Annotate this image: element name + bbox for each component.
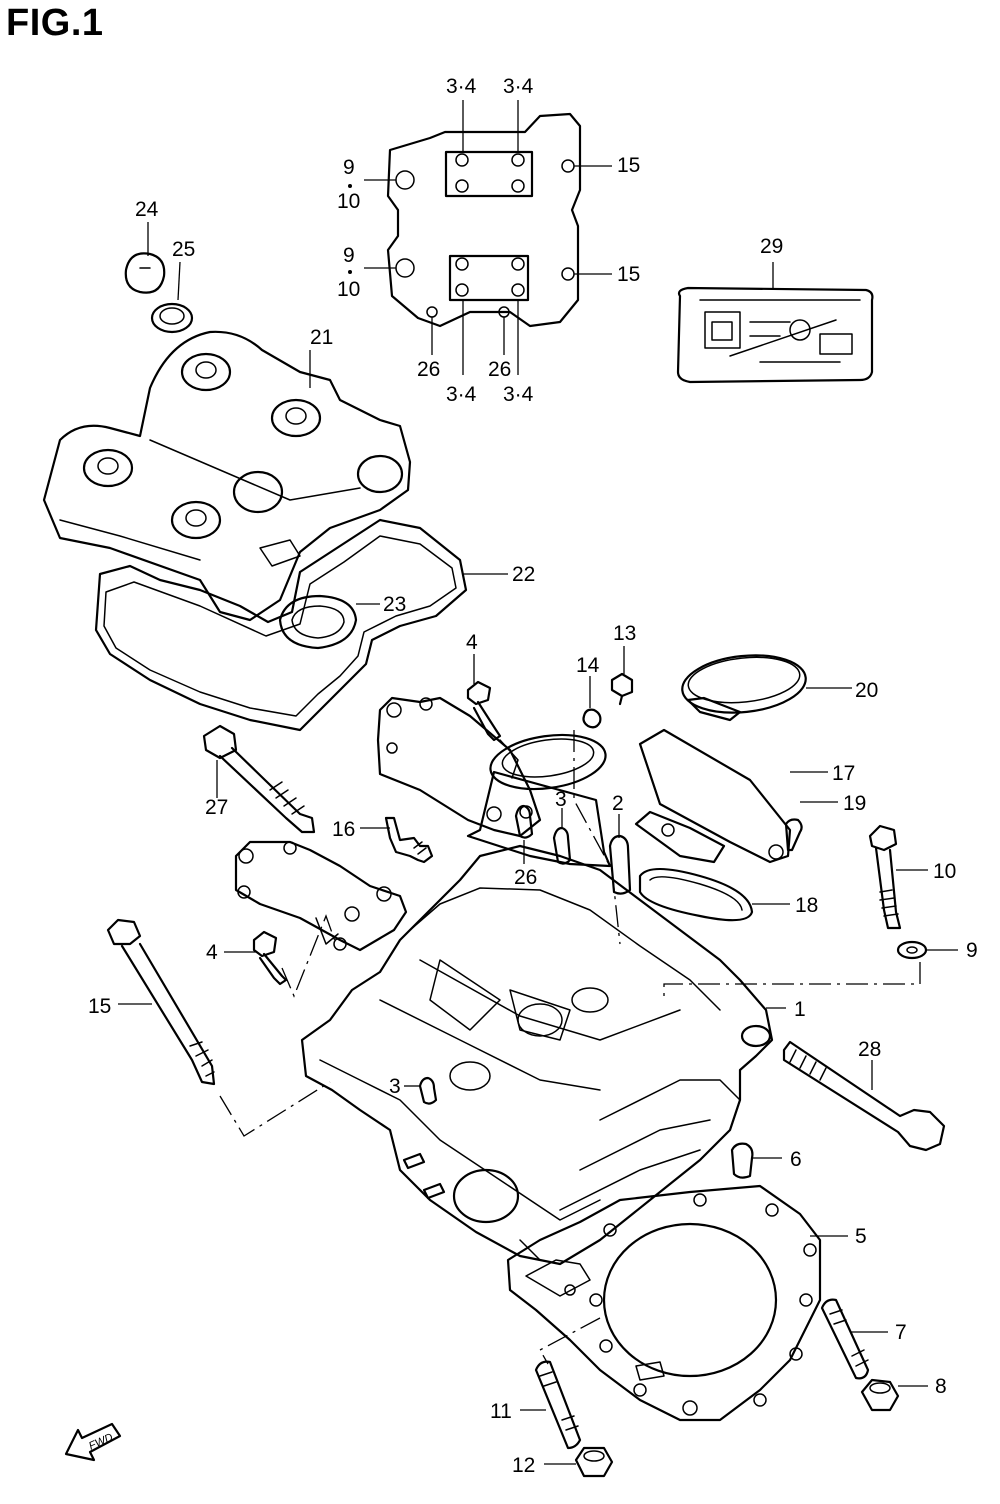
callout-28: 28 [858, 1038, 881, 1061]
camshaft-holder-upper [376, 696, 542, 838]
callout-16: 16 [332, 818, 355, 841]
callout-34-bottom-right: 3·4 [503, 383, 534, 406]
callout-21: 21 [310, 326, 333, 349]
stud-2 [608, 814, 632, 895]
cylinder-head-1 [300, 844, 786, 1266]
washer-14 [582, 676, 602, 729]
head-bolt-pattern-inset [348, 100, 612, 375]
dowel-26 [514, 804, 534, 864]
callout-22: 22 [512, 563, 535, 586]
cap-24 [124, 222, 166, 294]
callout-6: 6 [790, 1148, 802, 1171]
reference-lines [219, 730, 921, 1365]
dowel-6 [730, 1142, 782, 1179]
callout-14: 14 [576, 654, 600, 677]
clamp-20 [681, 654, 852, 722]
bolt-4-lower [224, 930, 288, 986]
callout-4-upper: 4 [466, 631, 478, 654]
nut-8 [860, 1378, 928, 1412]
callout-2: 2 [612, 792, 624, 815]
label-sticker-29 [676, 262, 874, 384]
callout-labels: 3·4 3·4 9 10 15 9 10 15 26 26 3·4 3·4 29… [88, 75, 978, 1477]
bolt-10 [868, 824, 928, 930]
callout-12: 12 [512, 1454, 535, 1477]
callout-18: 18 [795, 894, 818, 917]
callout-11: 11 [490, 1400, 512, 1423]
cylinder-head-cover-21 [42, 330, 412, 622]
washer-9 [896, 940, 958, 960]
spark-plug-16 [360, 816, 434, 864]
nut-12 [544, 1446, 614, 1478]
callout-3-lower: 3 [389, 1075, 401, 1098]
callout-19: 19 [843, 792, 866, 815]
callout-26-inset-right: 26 [488, 358, 511, 381]
camshaft-holder-lower [234, 840, 408, 952]
bolt-27 [202, 724, 316, 834]
callout-4-lower: 4 [206, 941, 218, 964]
stud-7 [820, 1298, 888, 1380]
intake-o-ring-18 [638, 867, 790, 922]
screw-13 [610, 646, 634, 706]
callout-15-inset-top: 15 [617, 154, 640, 177]
callout-25: 25 [172, 238, 195, 261]
bolt-15 [106, 918, 216, 1086]
forward-direction-arrow-icon: FWD [64, 1422, 122, 1462]
callout-9-inset-top: 9 [343, 156, 355, 179]
callout-34-top-right: 3·4 [503, 75, 534, 98]
o-ring-23 [278, 594, 380, 650]
callout-24: 24 [135, 198, 159, 221]
callout-3-upper: 3 [555, 788, 567, 811]
callout-8: 8 [935, 1375, 947, 1398]
callout-20: 20 [855, 679, 878, 702]
callout-9-inset-bottom: 9 [343, 244, 355, 267]
callout-1: 1 [794, 998, 806, 1021]
callout-9: 9 [966, 939, 978, 962]
callout-26-inset-left: 26 [417, 358, 440, 381]
dowel-3-lower [404, 1076, 438, 1105]
figure-title: FIG.1 [6, 2, 104, 44]
callout-26-main: 26 [514, 866, 537, 889]
callout-34-bottom-left: 3·4 [446, 383, 477, 406]
stud-bolt-28 [782, 1040, 946, 1152]
callout-27: 27 [205, 796, 228, 819]
screw-19 [784, 801, 838, 852]
callout-7: 7 [895, 1321, 907, 1344]
callout-10-inset-bottom: 10 [337, 278, 360, 301]
stud-11 [520, 1360, 582, 1450]
intake-pipe-17 [466, 728, 828, 868]
head-gasket-5 [506, 1184, 848, 1422]
callout-10-inset-top: 10 [337, 190, 360, 213]
grommet-25 [150, 261, 194, 334]
callout-34-top-left: 3·4 [446, 75, 477, 98]
callout-10: 10 [933, 860, 956, 883]
callout-29: 29 [760, 235, 783, 258]
callout-5: 5 [855, 1225, 867, 1248]
callout-15: 15 [88, 995, 111, 1018]
callout-23: 23 [383, 593, 406, 616]
callout-17: 17 [832, 762, 855, 785]
callout-13: 13 [613, 622, 636, 645]
callout-15-inset-bottom: 15 [617, 263, 640, 286]
